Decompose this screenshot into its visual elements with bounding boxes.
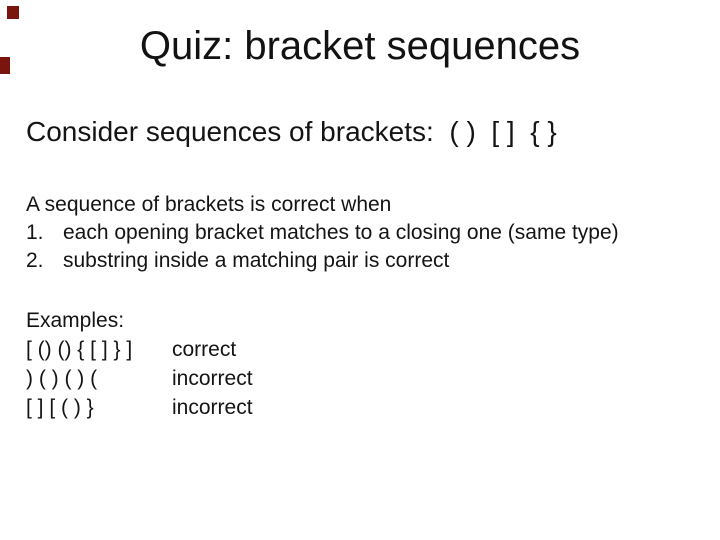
rule-lead: A sequence of brackets is correct when bbox=[26, 193, 392, 216]
examples-heading: Examples: bbox=[26, 309, 125, 332]
rule-item-1: 1. each opening bracket matches to a clos… bbox=[26, 219, 619, 247]
rule-section: A sequence of brackets is correct when 1… bbox=[26, 191, 619, 275]
decorative-square-left-edge bbox=[0, 57, 10, 74]
example-row-1: [ () () { [ ] } ] correct bbox=[26, 335, 253, 364]
example-3-sequence: [ ] [ ( ) } bbox=[26, 396, 94, 419]
example-1-verdict: correct bbox=[172, 338, 237, 361]
example-2-sequence: ) ( ) ( ) ( bbox=[26, 367, 98, 390]
intro-line: Consider sequences of brackets: ( ) [ ] … bbox=[26, 116, 557, 147]
example-row-2: ) ( ) ( ) ( incorrect bbox=[26, 364, 253, 393]
example-row-3: [ ] [ ( ) } incorrect bbox=[26, 393, 253, 422]
example-1-sequence: [ () () { [ ] } ] bbox=[26, 338, 133, 361]
slide-title: Quiz: bracket sequences bbox=[139, 24, 581, 68]
rule-item-1-number: 1. bbox=[26, 221, 44, 244]
rule-item-2-number: 2. bbox=[26, 249, 44, 272]
decorative-square-top-left bbox=[7, 6, 19, 19]
rule-item-2: 2. substring inside a matching pair is co… bbox=[26, 247, 619, 275]
rule-item-1-text: each opening bracket matches to a closin… bbox=[63, 221, 619, 244]
example-3-verdict: incorrect bbox=[172, 396, 253, 419]
rule-item-2-text: substring inside a matching pair is corr… bbox=[63, 249, 450, 272]
example-2-verdict: incorrect bbox=[172, 367, 253, 390]
examples-section: Examples: [ () () { [ ] } ] correct ) ( )… bbox=[26, 306, 253, 422]
